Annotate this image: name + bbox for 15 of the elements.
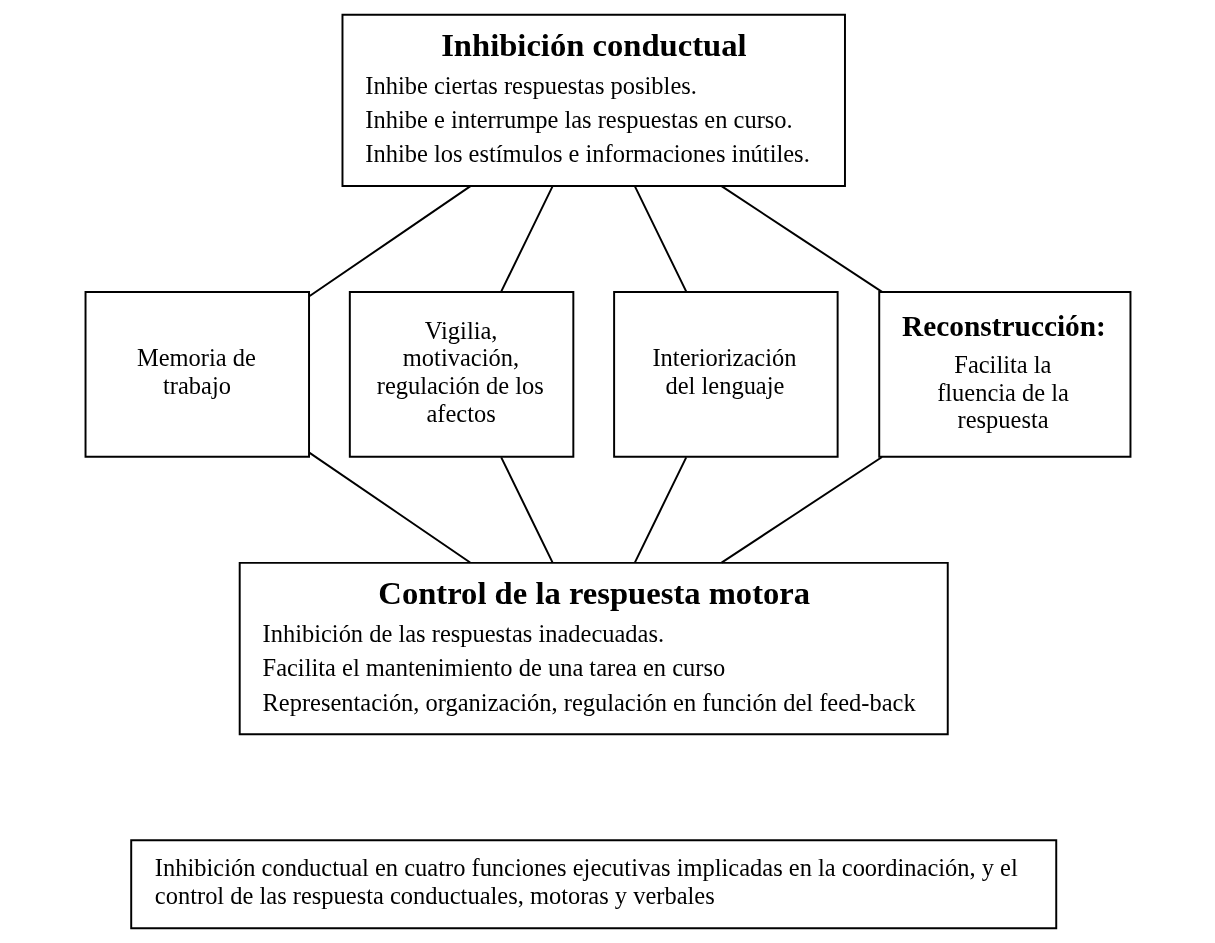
- connector: [499, 456, 553, 564]
- node-box: Control de la respuesta motora Inhibición de las respuestas inadecuadas. Facilita el mantenimiento de una tarea en curso Representación, organización, regulación en función del feed-back: [238, 561, 949, 736]
- node-box: Vigilia, motivación, regulación de los afectos: [348, 291, 574, 458]
- connector: [307, 451, 471, 564]
- connector: [308, 185, 471, 297]
- connector: [633, 456, 687, 564]
- connector: [720, 185, 883, 293]
- node-box: Memoria de trabajo: [84, 291, 310, 458]
- node-box: Inhibición conductual en cuatro funciones ejecutivas implicadas en la coordinación, y el control de las respuesta conductuales, motoras y verbales: [129, 839, 1057, 930]
- node-box: Interiorización del lenguaje: [612, 291, 839, 458]
- connector: [499, 185, 554, 293]
- connector: [633, 185, 687, 293]
- node-box: Reconstrucción: Facilita la fluencia de la respuesta: [877, 291, 1131, 458]
- node-box: Inhibición conductual Inhibe ciertas respuestas posibles. Inhibe e interrumpe las respuestas en curso. Inhibe los estímulos e informaciones inútiles.: [341, 13, 846, 187]
- connector: [720, 455, 883, 564]
